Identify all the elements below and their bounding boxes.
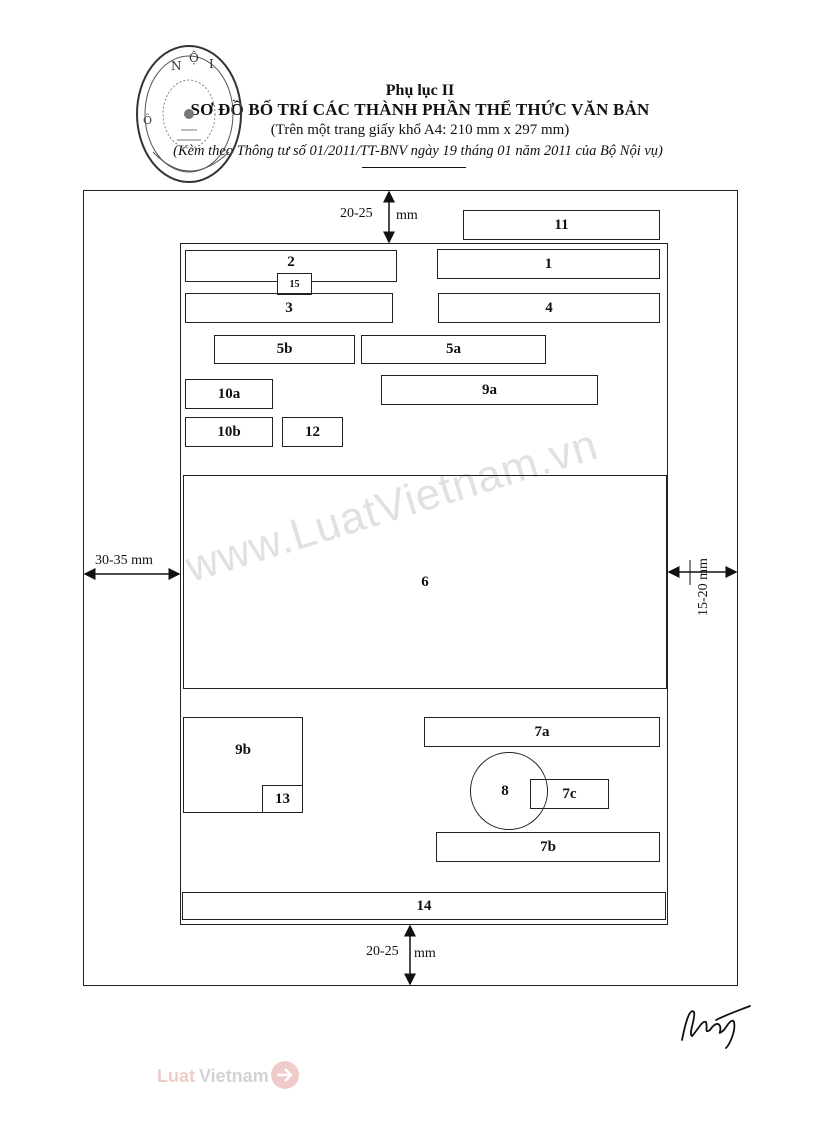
component-5b: 5b (214, 335, 355, 364)
component-10a: 10a (185, 379, 273, 409)
component-1: 1 (437, 249, 660, 279)
component-10b: 10b (185, 417, 273, 447)
document-reference: (Kèm theo Thông tư số 01/2011/TT-BNV ngà… (173, 143, 663, 159)
component-9a: 9a (381, 375, 598, 405)
svg-text:N: N (171, 59, 182, 73)
component-14: 14 (182, 892, 666, 920)
component-11: 11 (463, 210, 660, 240)
svg-text:Luat: Luat (157, 1066, 195, 1086)
component-5a: 5a (361, 335, 546, 364)
component-15: 15 (277, 273, 312, 295)
right-margin-label: 15-20 mm (696, 558, 711, 616)
signature-icon (681, 1005, 751, 1049)
top-margin-unit: mm (396, 208, 418, 223)
component-3: 3 (185, 293, 393, 323)
document-subtitle: (Trên một trang giấy khổ A4: 210 mm x 29… (270, 122, 570, 138)
component-7c: 7c (530, 779, 609, 809)
bottom-margin-unit: mm (414, 946, 436, 961)
luatvietnam-logo-icon: Luat Vietnam (157, 1061, 299, 1089)
component-7a: 7a (424, 717, 660, 747)
top-margin-value: 20-25 (340, 206, 373, 221)
svg-text:I: I (209, 57, 214, 71)
official-seal-icon: N Ộ I Ô (136, 45, 242, 183)
component-4: 4 (438, 293, 660, 323)
left-margin-label: 30-35 mm (95, 553, 153, 568)
component-13: 13 (262, 785, 303, 813)
component-12: 12 (282, 417, 343, 447)
component-8-seal-position: 8 (470, 752, 548, 830)
text-area-outline (180, 243, 668, 925)
document-title: SƠ ĐỒ BỐ TRÍ CÁC THÀNH PHẦN THỂ THỨC VĂN… (190, 100, 650, 119)
a4-page-outline (83, 190, 738, 986)
svg-text:Vietnam: Vietnam (199, 1066, 269, 1086)
bottom-margin-value: 20-25 (366, 944, 399, 959)
component-6-body: 6 (183, 475, 667, 689)
svg-text:Ộ: Ộ (189, 50, 199, 65)
svg-text:Ô: Ô (143, 113, 152, 127)
component-9b: 9b (183, 717, 303, 813)
appendix-label: Phụ lục II (385, 82, 455, 99)
component-7b: 7b (436, 832, 660, 862)
title-underline (362, 167, 466, 168)
